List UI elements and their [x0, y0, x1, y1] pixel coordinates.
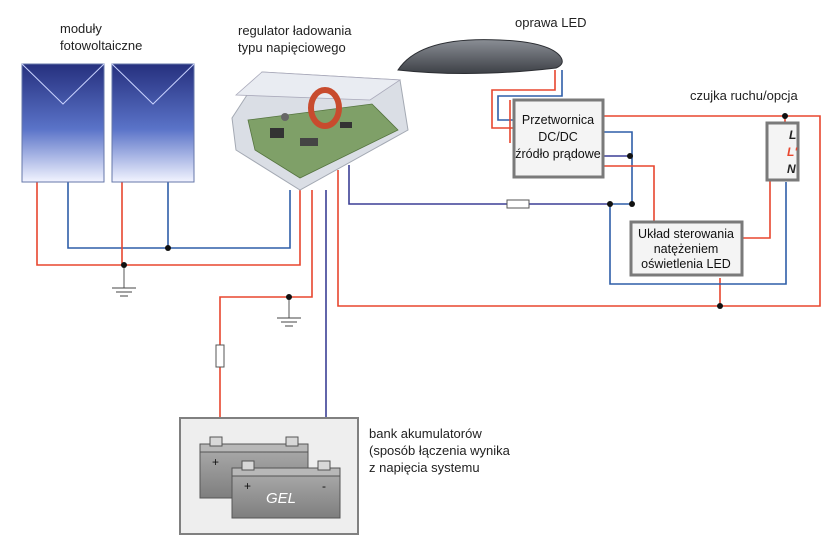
control-right-wire [742, 164, 771, 239]
battery-bank-box: + + - GEL [179, 417, 359, 535]
converter-label-line2: DC/DC [538, 130, 578, 144]
charge-controller [231, 71, 409, 191]
controller-label-line1: regulator ładowania [238, 23, 352, 38]
battery-front-minus: - [322, 479, 326, 493]
control-label-line3: oświetlenia LED [641, 257, 731, 271]
led-control-unit-box: Układ sterowania natężeniem oświetlenia … [629, 220, 744, 277]
pv-modules-label-line1: moduły [60, 21, 102, 36]
fuse-load [506, 199, 530, 209]
motion-sensor-label: czujka ruchu/opcja [690, 88, 798, 103]
converter-out-blue [603, 131, 633, 205]
battery-front-plus: + [244, 479, 251, 493]
pv-module-right [111, 63, 195, 183]
control-label-line2: natężeniem [654, 242, 719, 256]
control-left-wire [609, 182, 787, 285]
pv-module-left [21, 63, 105, 183]
led-luminaire [397, 39, 563, 75]
terminal-L: L [789, 128, 796, 142]
lamp-wire-blue [497, 70, 563, 121]
battery-bank-label-line2: (sposób łączenia wynika [369, 443, 511, 458]
motion-sensor-box: L L' N [765, 121, 800, 182]
pv-left-negative-wire [67, 182, 291, 249]
battery-positive-wire [219, 190, 313, 418]
converter-label-line1: Przetwornica [522, 113, 594, 127]
sensor-L-wire-ext [720, 115, 821, 307]
terminal-L-prime: L' [787, 145, 798, 159]
converter-label-line3: źródło prądowe [515, 147, 601, 161]
controller-label-line2: typu napięciowego [238, 40, 346, 55]
lamp-wire-red [491, 70, 556, 129]
battery-back-plus: + [212, 455, 219, 469]
dcdc-converter-box: Przetwornica DC/DC źródło prądowe [512, 98, 605, 179]
pv-modules-label-line2: fotowoltaiczne [60, 38, 142, 53]
junction-dots [121, 113, 788, 309]
battery-gel-label: GEL [266, 490, 296, 507]
battery-bank-label-line1: bank akumulatorów [369, 426, 482, 441]
led-luminaire-label: oprawa LED [515, 15, 587, 30]
fuse-battery [215, 344, 225, 368]
battery-bank-label-line3: z napięcia systemu [369, 460, 480, 475]
load-positive-wire [337, 170, 721, 307]
battery-front: + - GEL [231, 460, 341, 519]
control-label-line1: Układ sterowania [638, 227, 734, 241]
terminal-N: N [787, 162, 796, 176]
ground-symbol-pv [112, 287, 136, 297]
converter-to-control-red [603, 165, 655, 222]
sensor-L-wire [603, 115, 786, 124]
ground-symbol-battery [277, 317, 301, 327]
pv-left-positive-wire [36, 182, 301, 266]
